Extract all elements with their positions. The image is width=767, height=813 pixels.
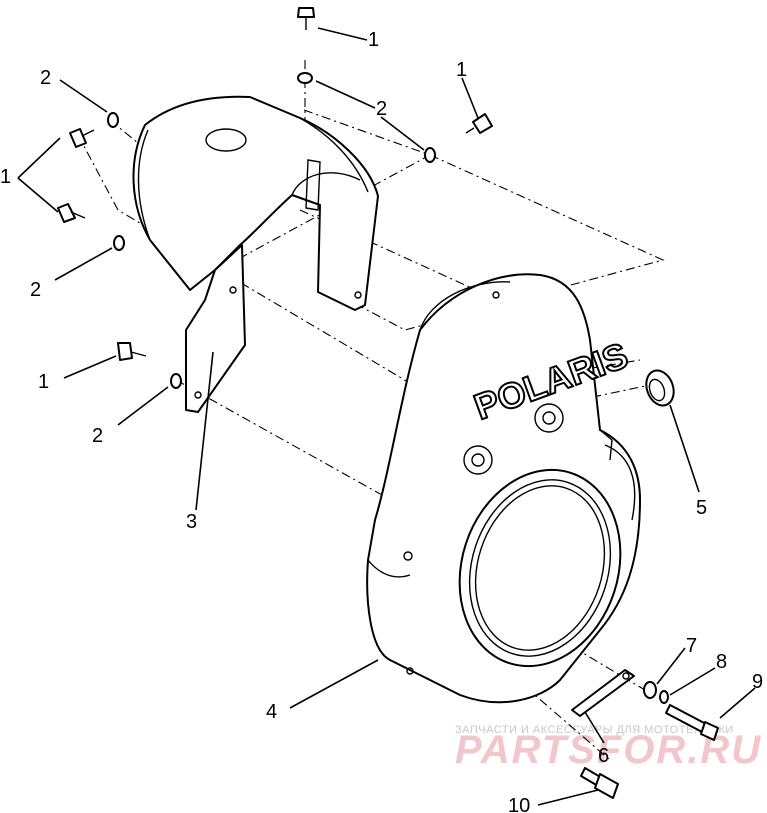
callout-washer-lower-left: 2	[92, 425, 103, 447]
callout-numbers: 1 1 1 1 2 2 2 2 3 4 5 6 7 8 9 10	[0, 29, 763, 813]
washers	[107, 72, 669, 704]
screws	[57, 7, 493, 361]
bracket-strap	[571, 669, 635, 717]
callout-washer-upper-left: 2	[40, 67, 51, 89]
callout-bolt-9: 9	[752, 671, 763, 693]
callout-screw-right: 1	[456, 59, 467, 81]
callout-screw-left: 1	[0, 166, 11, 188]
callout-shroud: 3	[186, 511, 197, 533]
watermark-tagline: ЗАПЧАСТИ И АКСЕССУАРЫ ДЛЯ МОТОТЕХНИКИ	[455, 724, 734, 736]
leader-lines	[17, 27, 756, 806]
callout-bolt-10: 10	[508, 795, 530, 813]
upper-shroud	[132, 95, 379, 413]
callout-housing: 4	[266, 701, 277, 723]
callout-screw-lower-left: 1	[38, 371, 49, 393]
callout-washer-left: 2	[30, 279, 41, 301]
fan-opening	[458, 468, 622, 668]
callout-washer-7: 7	[686, 635, 697, 657]
bolts	[580, 704, 719, 799]
blower-housing: POLARIS	[366, 273, 641, 704]
grommet	[645, 369, 675, 407]
housing-bosses	[403, 291, 564, 675]
callout-grommet: 5	[696, 497, 707, 519]
callout-bracket: 6	[598, 745, 609, 767]
callout-washer-top: 2	[376, 98, 387, 120]
callout-screw-top: 1	[368, 29, 379, 51]
callout-washer-8: 8	[716, 651, 727, 673]
